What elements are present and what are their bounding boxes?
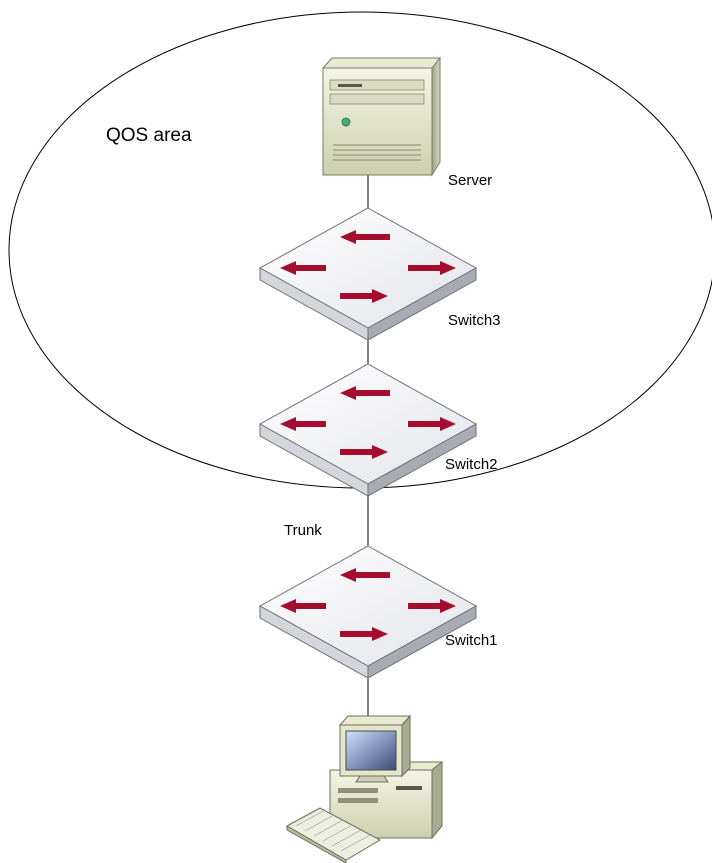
server-icon <box>321 56 442 177</box>
switch3-label: Switch3 <box>448 312 501 329</box>
qos-area-label: QOS area <box>106 125 192 146</box>
switch3-icon <box>259 207 477 341</box>
switch2-icon <box>259 363 477 497</box>
switch1-label: Switch1 <box>445 632 498 649</box>
switch2-label: Switch2 <box>445 456 498 473</box>
trunk-label: Trunk <box>284 522 322 539</box>
server-label: Server <box>448 172 493 189</box>
switch1-icon <box>259 545 477 679</box>
pc-icon <box>285 714 444 863</box>
